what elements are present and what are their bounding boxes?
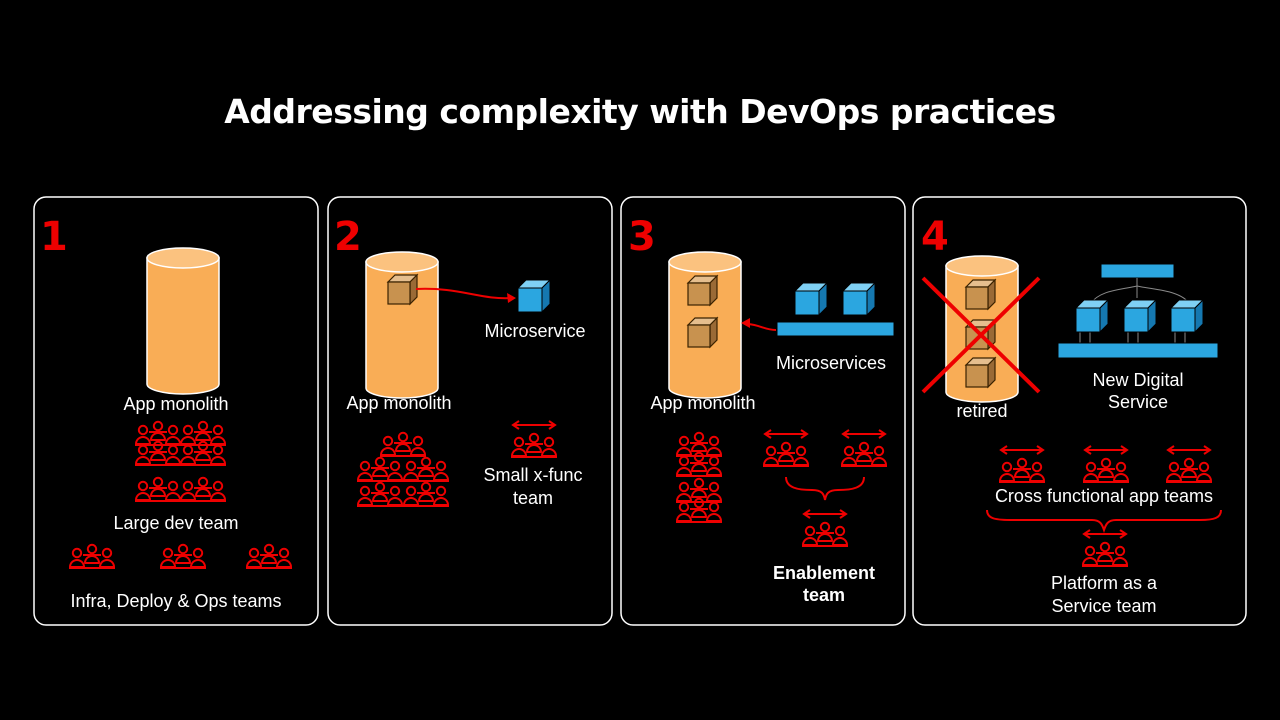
step-number-1: 1 <box>40 214 68 260</box>
microservice-cube-icon <box>842 282 876 316</box>
panel-2: 2 Microservice App monolith Small x-func… <box>327 196 613 626</box>
microservice-label: Microservice <box>484 321 585 341</box>
service-platform-bar <box>776 321 895 337</box>
panel-2-frame <box>327 196 613 626</box>
digital-service-cube-icon <box>1075 299 1109 333</box>
microservice-cube-icon <box>794 282 828 316</box>
digital-service-cube-icon <box>1123 299 1157 333</box>
platform-label-line2: Service team <box>1051 596 1156 616</box>
enablement-team-icon <box>802 510 848 546</box>
module-cube-icon <box>687 317 718 348</box>
monolith-label: App monolith <box>650 393 755 413</box>
arrow-head-icon <box>741 318 750 328</box>
module-cube-icon <box>965 279 996 310</box>
step-number-4: 4 <box>921 214 949 260</box>
ops-teams-icon <box>68 543 293 569</box>
microservice-cube-icon <box>517 279 551 313</box>
retired-label: retired <box>956 401 1007 421</box>
extraction-arrow <box>415 287 513 300</box>
small-team-label-line1: Small x-func <box>483 465 582 485</box>
arrow-head-icon <box>507 293 516 303</box>
app-team-icon <box>1083 446 1129 482</box>
module-cube-icon <box>965 357 996 388</box>
panel-4: 4 retired New Digital Service <box>912 196 1247 626</box>
app-teams-label: Cross functional app teams <box>995 486 1213 506</box>
platform-bar <box>1057 342 1219 359</box>
monolith-cylinder <box>146 247 220 395</box>
panel-1-frame <box>33 196 319 626</box>
large-dev-team-icon <box>134 420 227 502</box>
panel-1: 1 App monolith Large dev team Infra, Dep… <box>33 196 319 626</box>
enablement-label-line1: Enablement <box>773 563 875 583</box>
panel-3-frame <box>620 196 906 626</box>
platform-label-line1: Platform as a <box>1051 573 1158 593</box>
monolith-label: App monolith <box>346 393 451 413</box>
small-team-icon <box>841 430 887 466</box>
gateway-bar <box>1100 263 1175 279</box>
monolith-label: App monolith <box>123 394 228 414</box>
integration-arrow <box>747 323 777 331</box>
extracted-module-icon <box>387 274 418 305</box>
enablement-label-line2: team <box>803 585 845 605</box>
app-team-icon <box>1166 446 1212 482</box>
new-service-label-line1: New Digital <box>1092 370 1183 390</box>
grouping-brace <box>785 476 865 501</box>
module-cube-icon <box>687 275 718 306</box>
small-team-label-line2: team <box>513 488 553 508</box>
large-dev-team-label: Large dev team <box>113 513 238 533</box>
digital-service-cube-icon <box>1170 299 1204 333</box>
slide-title: Addressing complexity with DevOps practi… <box>224 92 1056 131</box>
grouping-brace <box>986 509 1222 534</box>
app-team-icon <box>999 446 1045 482</box>
small-team-icon <box>763 430 809 466</box>
panel-3: 3 Microservices App monolith Enablement … <box>620 196 906 626</box>
legacy-team-icon <box>675 431 723 523</box>
monolith-cylinder <box>365 251 439 399</box>
step-number-2: 2 <box>334 214 362 260</box>
ops-teams-label: Infra, Deploy & Ops teams <box>70 591 281 611</box>
platform-team-icon <box>1082 530 1128 566</box>
retired-cross-icon <box>921 276 1041 394</box>
step-number-3: 3 <box>628 214 656 260</box>
small-team-icon <box>511 421 557 457</box>
large-team-icon <box>357 433 449 506</box>
panel-4-frame <box>912 196 1247 626</box>
microservices-label: Microservices <box>776 353 886 373</box>
new-service-label-line2: Service <box>1108 392 1168 412</box>
